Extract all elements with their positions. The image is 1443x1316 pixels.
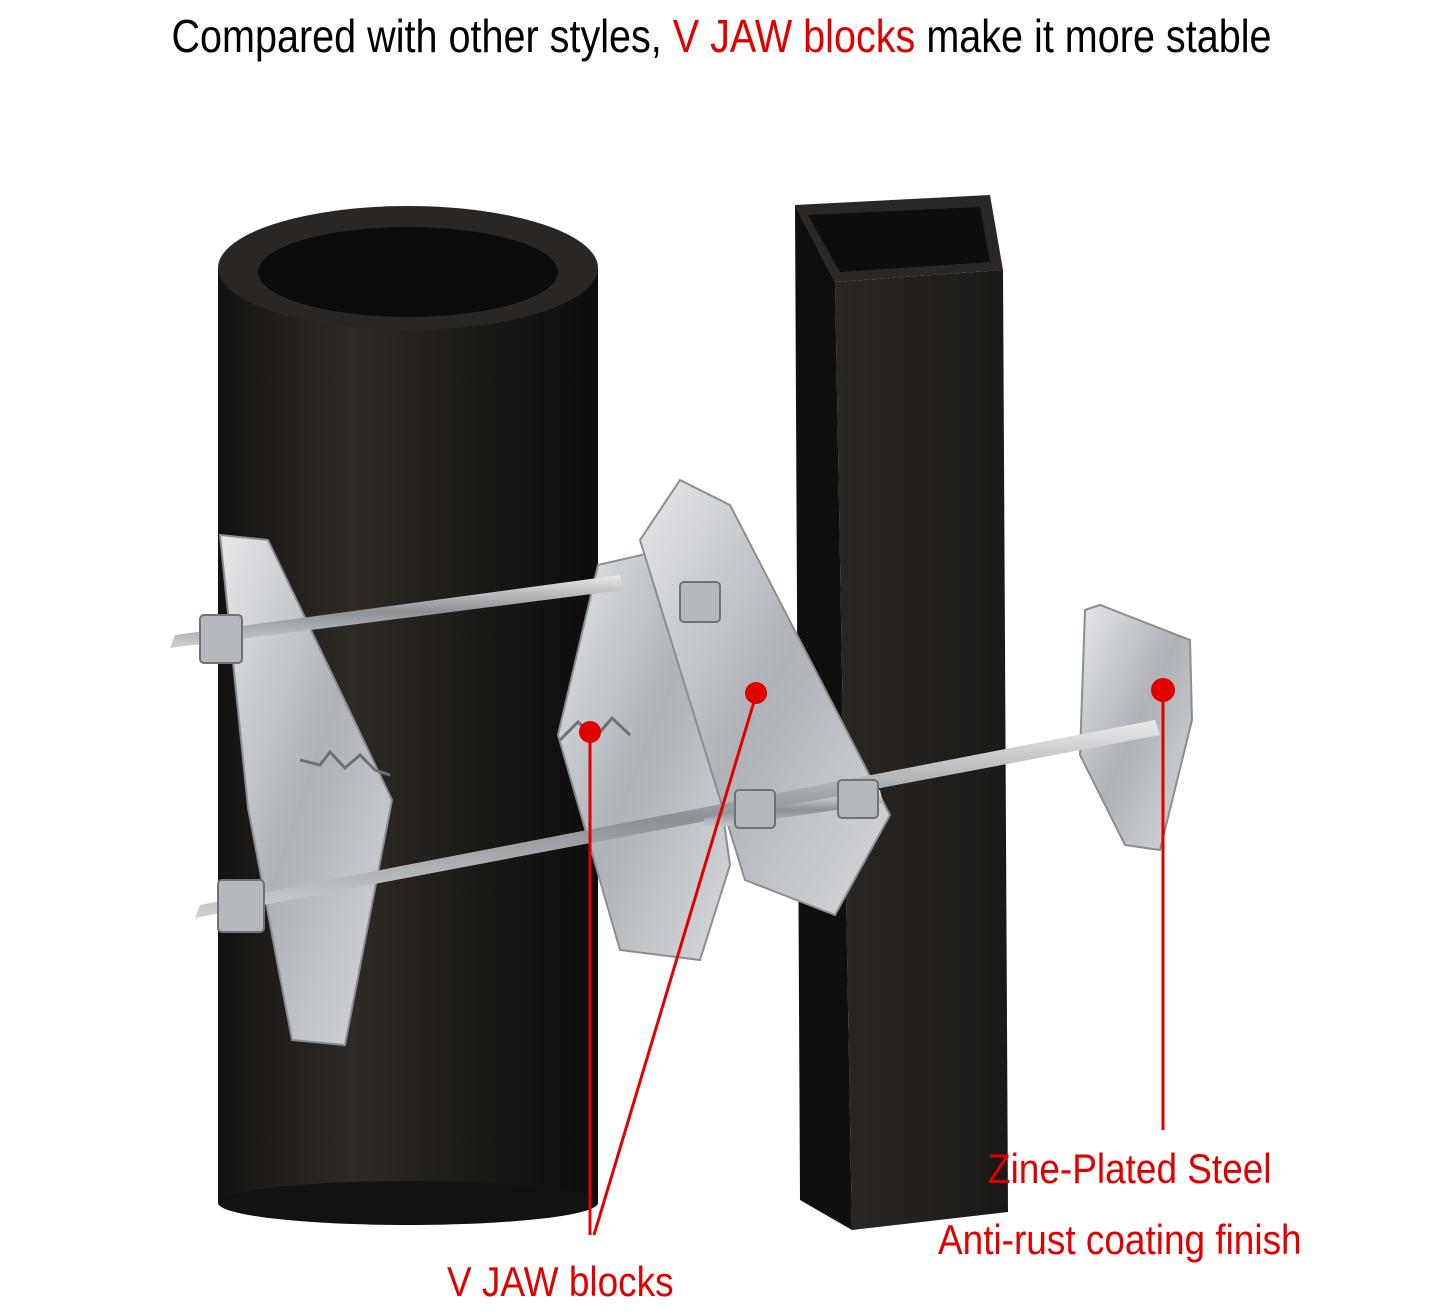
hex-nuts: [199, 581, 879, 933]
callout-dot-left: [579, 721, 601, 743]
headline: Compared with other styles, V JAW blocks…: [101, 6, 1342, 66]
label-material-line2: Anti-rust coating finish: [938, 1216, 1302, 1263]
headline-part1: Compared with other styles,: [171, 10, 673, 62]
callout-lines: [588, 692, 1165, 1236]
headline-part2: make it more stable: [915, 10, 1272, 62]
callout-dot-middle: [745, 682, 767, 704]
callout-dot-right: [1151, 678, 1175, 702]
v-jaw-block-left: [218, 533, 394, 1047]
round-pipe: [218, 206, 598, 1225]
square-tube: [795, 195, 1008, 1230]
label-material-line1: Zine-Plated Steel: [988, 1145, 1272, 1192]
headline-highlight: V JAW blocks: [672, 10, 916, 62]
label-vjaw-blocks: V JAW blocks: [447, 1258, 674, 1305]
